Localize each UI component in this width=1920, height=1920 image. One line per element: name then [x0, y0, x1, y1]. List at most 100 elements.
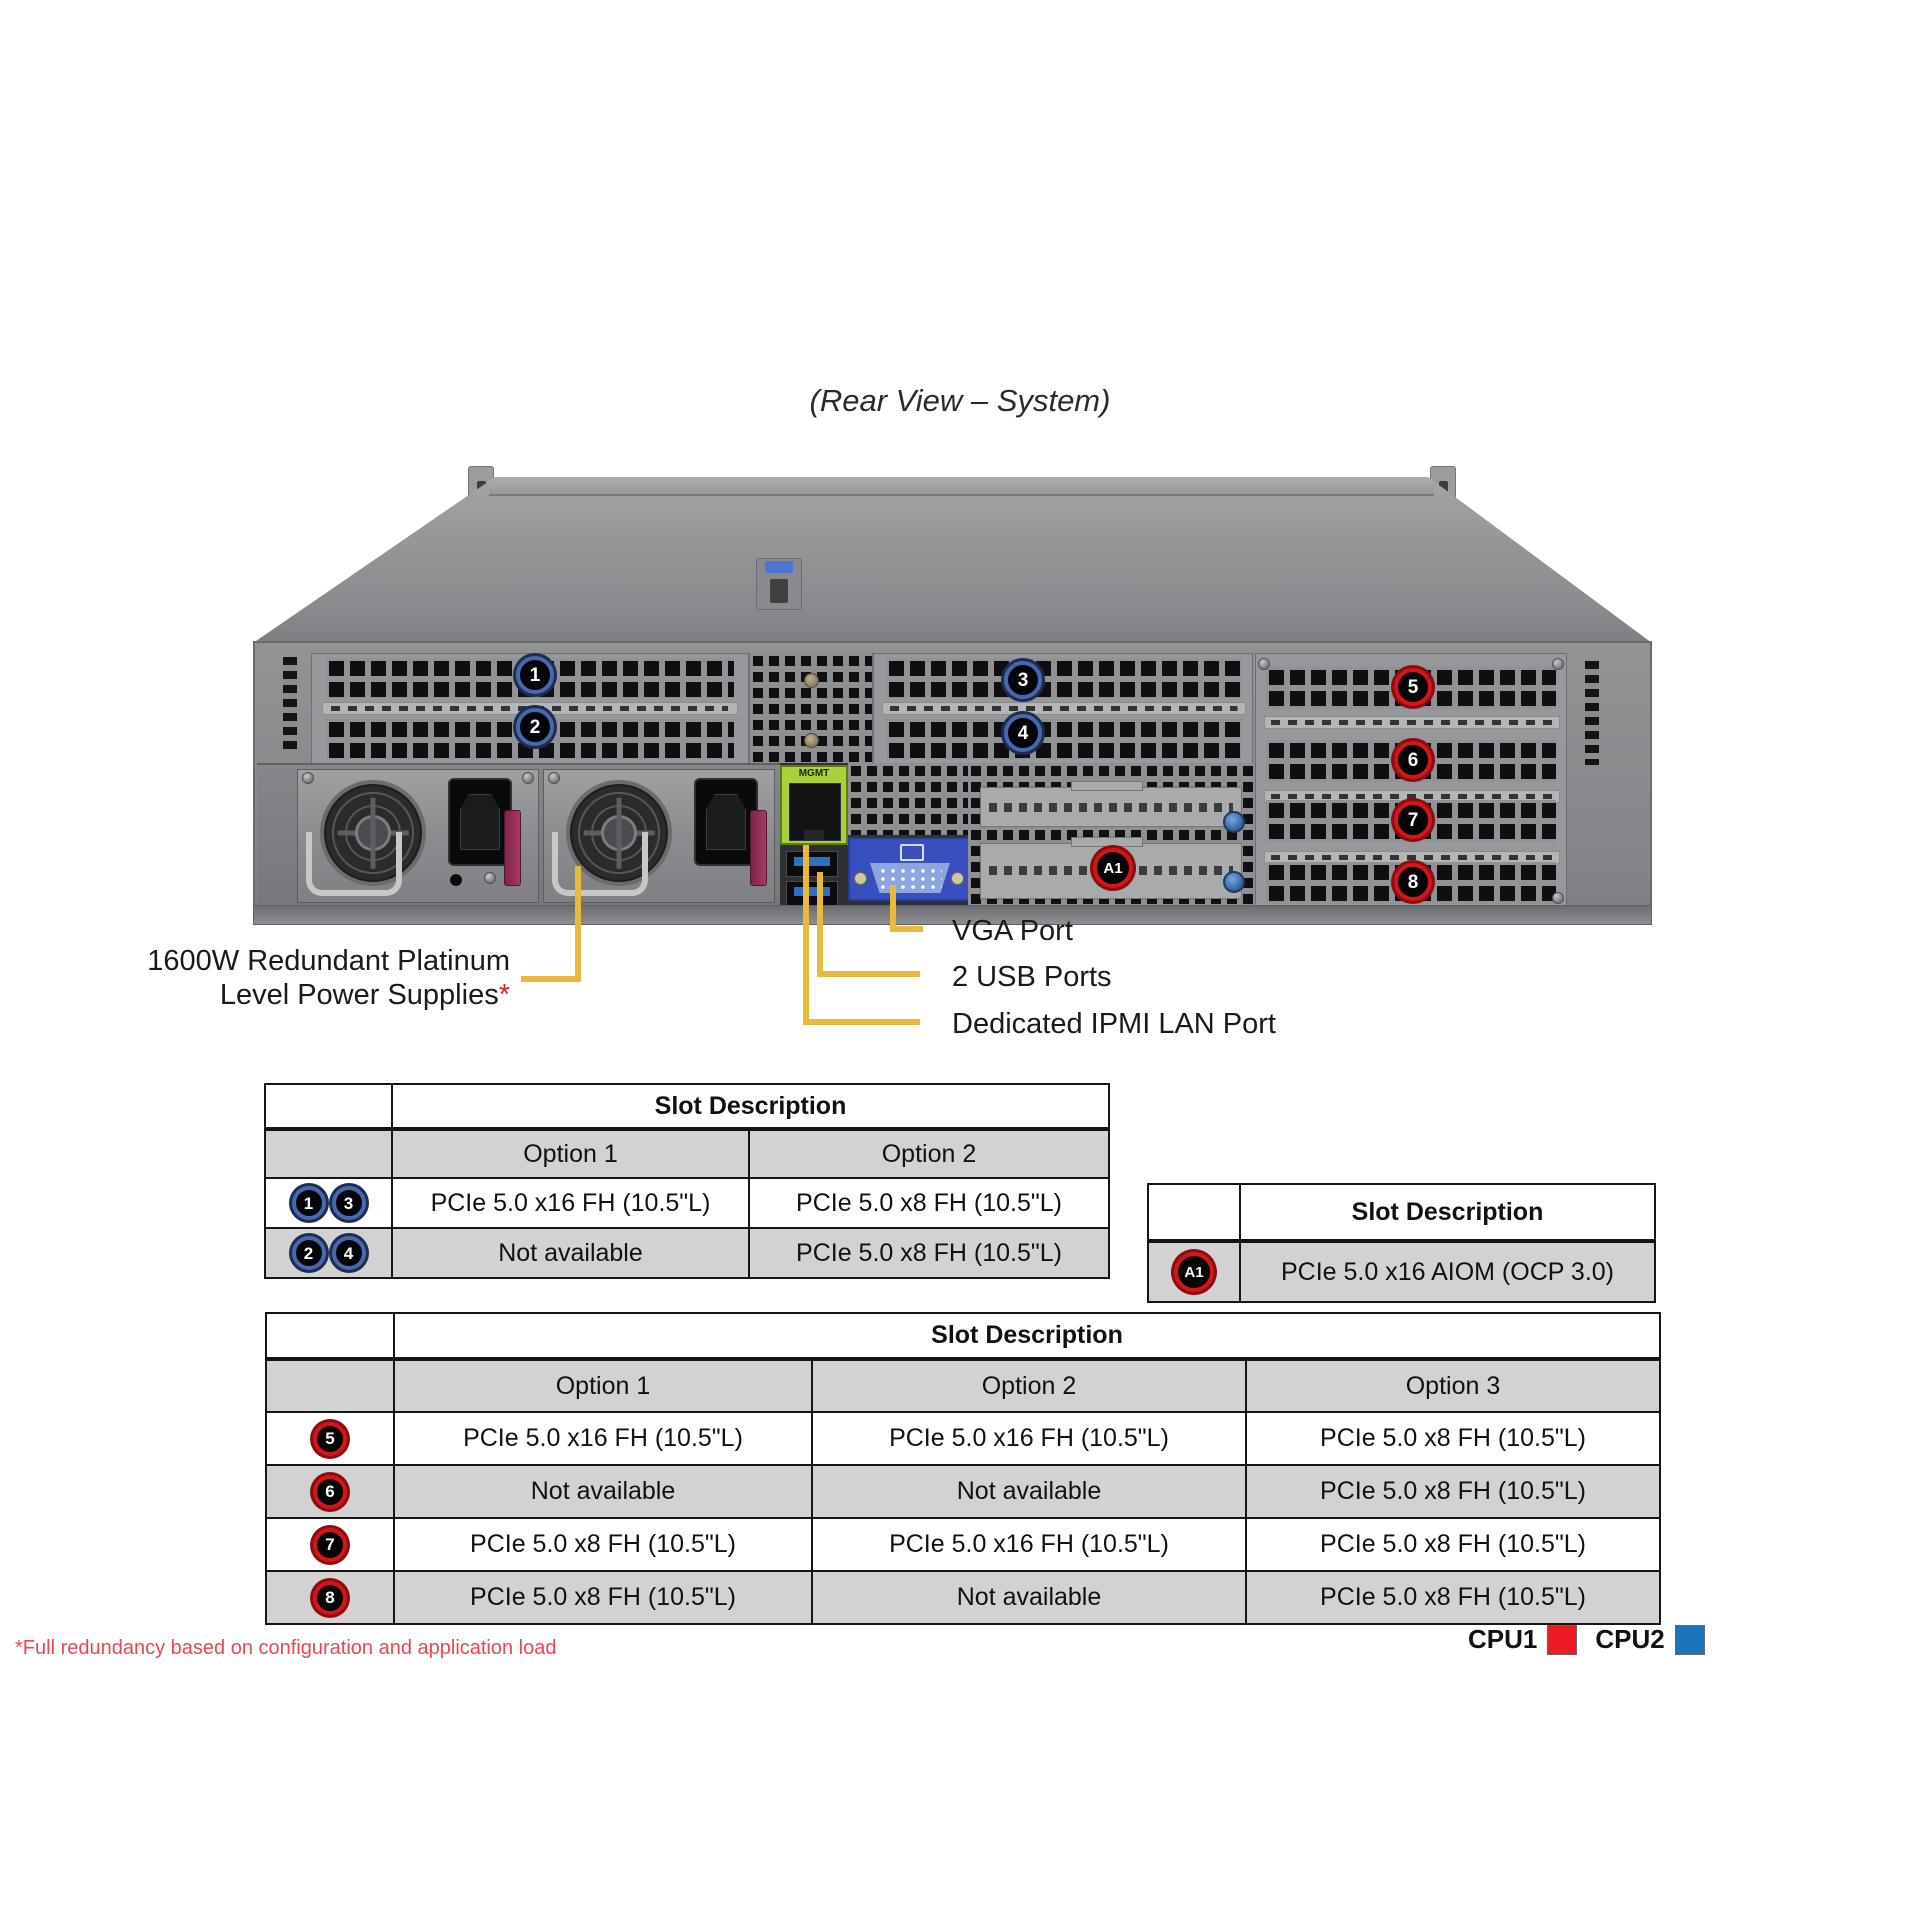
- slot-badge-2: 2: [516, 708, 554, 746]
- table-row: 1 3 PCIe 5.0 x16 FH (10.5"L) PCIe 5.0 x8…: [266, 1177, 1108, 1227]
- footnote: *Full redundancy based on configuration …: [15, 1637, 557, 1659]
- badge-cell: 2 4: [266, 1229, 391, 1277]
- screw-icon: [522, 772, 534, 784]
- screw-icon: [1552, 658, 1564, 670]
- thumbscrew-icon: [1223, 811, 1245, 833]
- slot-badge-4: 4: [1004, 714, 1042, 752]
- badge-cell: 1 3: [266, 1179, 391, 1227]
- table-header-row: Slot Description: [267, 1314, 1659, 1361]
- center-vent-block: [749, 653, 873, 767]
- slot-desc-cell: PCIe 5.0 x8 FH (10.5"L): [1245, 1572, 1659, 1623]
- table-badge-7: 7: [313, 1527, 347, 1562]
- lid-top-edge: [489, 477, 1434, 496]
- option-1-header: Option 1: [393, 1361, 811, 1411]
- c14-socket: [460, 794, 500, 850]
- psu-led: [450, 874, 462, 886]
- psu-fan-icon: [320, 780, 426, 886]
- bracket-tab: [1071, 837, 1143, 847]
- table-row: 5 PCIe 5.0 x16 FH (10.5"L) PCIe 5.0 x16 …: [267, 1411, 1659, 1464]
- vga-port: [848, 837, 970, 901]
- edge-vent-column: [1585, 661, 1599, 765]
- psu-wire-handle: [306, 832, 402, 896]
- screw-icon: [1258, 658, 1270, 670]
- callout-line-ipmi: [803, 1019, 920, 1025]
- cpu1-label: CPU1: [1468, 1624, 1538, 1654]
- slot-badge-3: 3: [1004, 661, 1042, 699]
- slot-desc-cell: PCIe 5.0 x8 FH (10.5"L): [748, 1179, 1108, 1227]
- slot-bracket: [1264, 716, 1560, 729]
- table-header-row: Slot Description: [1149, 1185, 1654, 1243]
- table-badge-8: 8: [313, 1580, 347, 1615]
- rear-panel: MGMT: [253, 641, 1652, 909]
- table-title: Slot Description: [391, 1085, 1108, 1127]
- slot-badge-8: 8: [1394, 863, 1432, 901]
- screw-icon: [302, 772, 314, 784]
- slot-desc-cell: Not available: [811, 1466, 1245, 1517]
- callout-line-ipmi: [803, 845, 809, 1025]
- usb-port-top: [786, 851, 838, 877]
- vga-screw-nut: [951, 872, 964, 885]
- bracket-vent: [989, 803, 1233, 812]
- latch-blue-tab: [765, 561, 793, 573]
- screw-icon: [1552, 892, 1564, 904]
- slot-bracket: [882, 702, 1246, 715]
- psu-label-asterisk: *: [498, 979, 510, 1011]
- table-badge-4: 4: [331, 1236, 366, 1270]
- screw-icon: [804, 733, 819, 748]
- psu-bay: [257, 763, 781, 907]
- psu-release-handle: [750, 810, 767, 886]
- screw-icon: [804, 673, 819, 688]
- psu-label-line1: 1600W Redundant Platinum: [147, 945, 510, 977]
- slot-desc-cell: PCIe 5.0 x8 FH (10.5"L): [1245, 1413, 1659, 1464]
- aiom-bracket-upper: [980, 781, 1242, 827]
- slot-desc-cell: PCIe 5.0 x8 FH (10.5"L): [1245, 1466, 1659, 1517]
- callout-line-usb: [817, 971, 920, 977]
- psu-label: 1600W Redundant Platinum Level Power Sup…: [85, 944, 510, 1012]
- slot-badge-5: 5: [1394, 668, 1432, 706]
- vga-pins: [878, 867, 942, 889]
- slot-desc-cell: PCIe 5.0 x16 AIOM (OCP 3.0): [1239, 1243, 1654, 1301]
- table-row: 2 4 Not available PCIe 5.0 x8 FH (10.5"L…: [266, 1227, 1108, 1277]
- slot-table-left: Slot Description Option 1 Option 2 1 3 P…: [264, 1083, 1110, 1279]
- usb-tongue: [794, 857, 830, 866]
- cpu2-label: CPU2: [1595, 1624, 1665, 1654]
- vga-port-label: VGA Port: [952, 915, 1073, 947]
- slot-badge-7: 7: [1394, 801, 1432, 839]
- vga-screw-nut: [854, 872, 867, 885]
- table-title: Slot Description: [393, 1314, 1659, 1357]
- table-badge-5: 5: [313, 1421, 347, 1456]
- psu-wire-handle: [552, 832, 648, 896]
- slot-desc-cell: Not available: [811, 1572, 1245, 1623]
- slot-desc-cell: PCIe 5.0 x16 FH (10.5"L): [393, 1413, 811, 1464]
- slot-table-aiom: Slot Description A1 PCIe 5.0 x16 AIOM (O…: [1147, 1183, 1656, 1303]
- callout-line-usb: [817, 872, 823, 977]
- slot-desc-cell: Not available: [391, 1229, 748, 1277]
- table-row: 7 PCIe 5.0 x8 FH (10.5"L) PCIe 5.0 x16 F…: [267, 1517, 1659, 1570]
- slot-group-3-4: [873, 653, 1253, 767]
- chassis-base-edge: [253, 905, 1652, 925]
- ipmi-lan-port: MGMT: [780, 765, 848, 845]
- cpu2-swatch: [1674, 1624, 1705, 1655]
- vga-connector-icon: [870, 863, 950, 893]
- edge-vent-column: [283, 657, 297, 749]
- table-badge-3: 3: [331, 1186, 366, 1220]
- empty-cell: [1149, 1185, 1239, 1239]
- option-2-header: Option 2: [811, 1361, 1245, 1411]
- slot-badge-1: 1: [516, 656, 554, 694]
- table-badge-2: 2: [291, 1236, 326, 1270]
- slot-desc-cell: PCIe 5.0 x8 FH (10.5"L): [393, 1519, 811, 1570]
- empty-cell: [267, 1314, 393, 1357]
- option-header-row: Option 1 Option 2 Option 3: [267, 1361, 1659, 1411]
- option-1-header: Option 1: [391, 1131, 748, 1177]
- table-row: 6 Not available Not available PCIe 5.0 x…: [267, 1464, 1659, 1517]
- slot-desc-cell: Not available: [393, 1466, 811, 1517]
- power-inlet: [448, 778, 512, 866]
- table-badge-6: 6: [313, 1474, 347, 1509]
- option-header-row: Option 1 Option 2: [266, 1131, 1108, 1177]
- empty-cell: [267, 1361, 393, 1411]
- option-3-header: Option 3: [1245, 1361, 1659, 1411]
- power-inlet: [694, 778, 758, 866]
- usb-ports-label: 2 USB Ports: [952, 961, 1112, 993]
- empty-cell: [266, 1131, 391, 1177]
